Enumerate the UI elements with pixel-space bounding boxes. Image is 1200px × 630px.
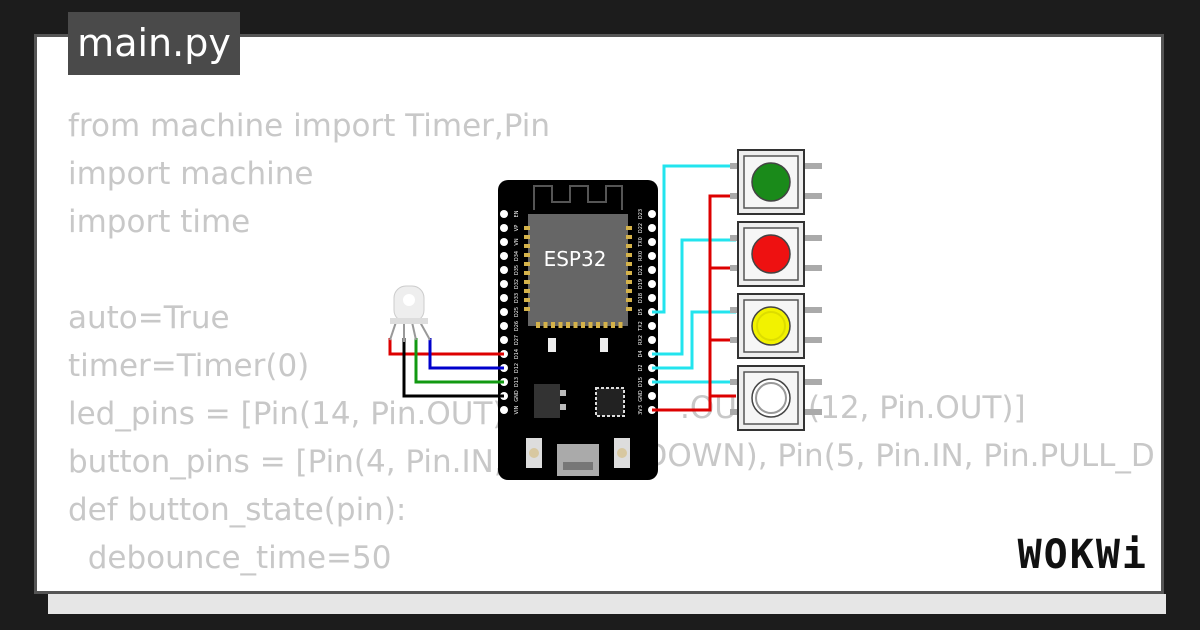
code-line: import machine	[68, 156, 314, 192]
pin-label: D33	[514, 293, 520, 303]
pin-label: D27	[514, 335, 520, 345]
pin-label: VP	[514, 225, 520, 231]
code-line: debounce_time=50	[68, 540, 392, 576]
pin-rx2[interactable]	[648, 336, 656, 344]
yellow-pushbutton[interactable]	[730, 293, 822, 359]
wokwi-logo: WOKWi	[1017, 532, 1148, 578]
pin-label: D21	[638, 265, 644, 275]
card-shadow	[48, 594, 1166, 614]
pin-d22[interactable]	[648, 224, 656, 232]
usb-port[interactable]	[557, 444, 599, 476]
code-line: timer=Timer(0)	[68, 348, 310, 384]
wires	[388, 164, 736, 412]
pin-tx2[interactable]	[648, 322, 656, 330]
usb-chip	[595, 387, 625, 417]
pin-label: D2	[638, 364, 644, 371]
pin-label: TX2	[638, 321, 644, 332]
code-line: import time	[68, 204, 251, 240]
pin-gnd[interactable]	[648, 392, 656, 400]
pin-vin[interactable]	[500, 406, 508, 414]
pin-label: TX0	[638, 237, 644, 248]
file-tab[interactable]: main.py	[68, 12, 240, 75]
pin-rx0[interactable]	[648, 252, 656, 260]
pin-d34[interactable]	[500, 252, 508, 260]
pin-label: D32	[514, 279, 520, 289]
pin-d25[interactable]	[500, 308, 508, 316]
code-line: from machine import Timer,Pin	[68, 108, 551, 144]
pin-label: GND	[514, 390, 520, 402]
pin-label: RX0	[638, 251, 644, 261]
pin-label: EN	[514, 210, 520, 217]
pin-label: D4	[638, 350, 644, 357]
pin-label: D18	[638, 293, 644, 303]
pin-label: D13	[514, 377, 520, 387]
white-pushbutton[interactable]	[730, 365, 822, 431]
pin-label: RX2	[638, 335, 644, 345]
esp32-module	[528, 214, 628, 326]
code-line: def button_state(pin):	[68, 492, 407, 528]
pin-d32[interactable]	[500, 280, 508, 288]
pin-label: D23	[638, 209, 644, 219]
pin-d21[interactable]	[648, 266, 656, 274]
pin-d26[interactable]	[500, 322, 508, 330]
regulator-chip	[534, 384, 560, 418]
code-background: from machine import Timer,Pin import mach…	[68, 102, 550, 630]
pin-label: D12	[514, 363, 520, 373]
pin-d18[interactable]	[648, 294, 656, 302]
pin-en[interactable]	[500, 210, 508, 218]
chip-label: ESP32	[544, 247, 607, 271]
pin-label: D19	[638, 279, 644, 289]
pin-label: VIN	[514, 405, 520, 414]
pin-d33[interactable]	[500, 294, 508, 302]
pin-d27[interactable]	[500, 336, 508, 344]
green-pushbutton[interactable]	[730, 149, 822, 215]
pin-d23[interactable]	[648, 210, 656, 218]
pin-tx0[interactable]	[648, 238, 656, 246]
code-line: led_pins = [Pin(14, Pin.OUT),	[68, 396, 525, 432]
pin-label: GND	[638, 390, 644, 402]
code-fragment: _DOWN), Pin(5, Pin.IN, Pin.PULL_D	[628, 438, 1155, 474]
pin-label: D34	[514, 251, 520, 261]
pin-vp[interactable]	[500, 224, 508, 232]
pin-d19[interactable]	[648, 280, 656, 288]
pin-label: D35	[514, 265, 520, 275]
pin-label: D25	[514, 307, 520, 317]
pin-label: 3V3	[638, 405, 644, 415]
code-line: auto=True	[68, 300, 230, 336]
pin-label: D5	[638, 308, 644, 315]
pin-label: D26	[514, 321, 520, 331]
pin-label: D14	[514, 349, 520, 359]
pin-vn[interactable]	[500, 238, 508, 246]
pin-d35[interactable]	[500, 266, 508, 274]
rgb-led[interactable]	[389, 285, 431, 342]
red-pushbutton[interactable]	[730, 221, 822, 287]
pin-label: D22	[638, 223, 644, 233]
esp32-board[interactable]: ESP32 ENVPVND34D35D32D33D25D26D27D14D12D…	[498, 180, 658, 480]
pin-label: VN	[514, 238, 520, 245]
code-fragment: (12, Pin.OUT)]	[808, 390, 1026, 426]
pin-label: D15	[638, 377, 644, 387]
